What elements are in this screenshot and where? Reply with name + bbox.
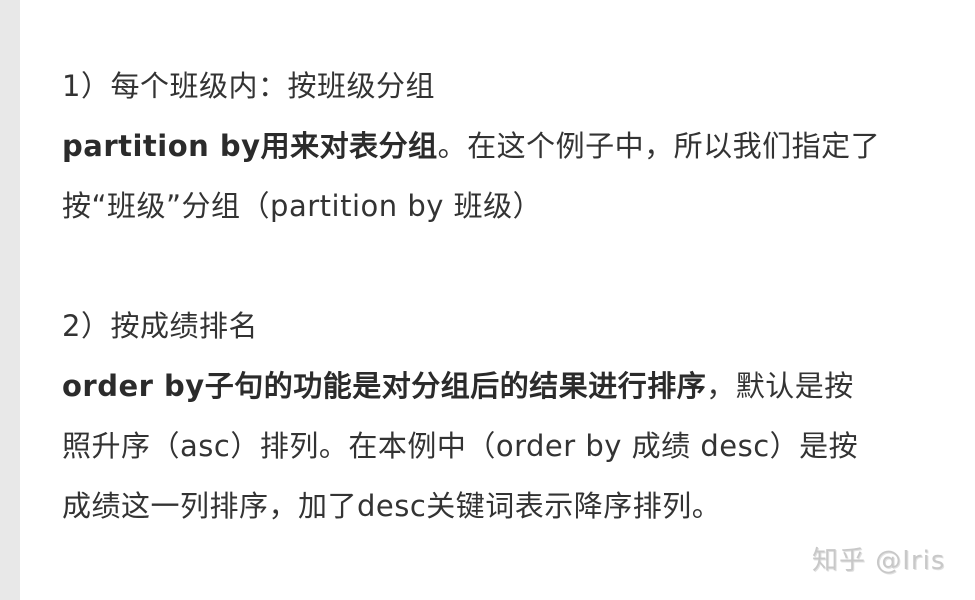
order-by-keyword-text: order by子句的功能是对分组后的结果进行排序 xyxy=(62,369,707,403)
section1-heading-text: 1）每个班级内：按班级分组 xyxy=(62,69,435,103)
partition-by-keyword-text: partition by用来对表分组 xyxy=(62,129,438,163)
section1-line1-rest: 。在这个例子中，所以我们指定了 xyxy=(437,129,881,163)
zhihu-watermark: 知乎 @Iris xyxy=(812,546,946,576)
section1-line2-text: 按“班级”分组（partition by 班级） xyxy=(62,189,543,223)
section2-paragraph-line3: 成绩这一列排序，加了desc关键词表示降序排列。 xyxy=(62,476,721,536)
left-margin-bar xyxy=(0,0,20,600)
section1-heading: 1）每个班级内：按班级分组 xyxy=(62,56,435,116)
section2-paragraph-line1: order by子句的功能是对分组后的结果进行排序，默认是按 xyxy=(62,356,854,416)
section2-line1-rest: ，默认是按 xyxy=(706,369,854,403)
section1-paragraph-line1: partition by用来对表分组。在这个例子中，所以我们指定了 xyxy=(62,116,880,176)
section2-paragraph-line2: 照升序（asc）排列。在本例中（order by 成绩 desc）是按 xyxy=(62,416,858,476)
section2-heading: 2）按成绩排名 xyxy=(62,296,258,356)
section2-line3-text: 成绩这一列排序，加了desc关键词表示降序排列。 xyxy=(62,489,722,523)
section1-paragraph-line2: 按“班级”分组（partition by 班级） xyxy=(62,176,542,236)
section2-line2-text: 照升序（asc）排列。在本例中（order by 成绩 desc）是按 xyxy=(62,429,859,463)
section2-heading-text: 2）按成绩排名 xyxy=(62,309,258,343)
